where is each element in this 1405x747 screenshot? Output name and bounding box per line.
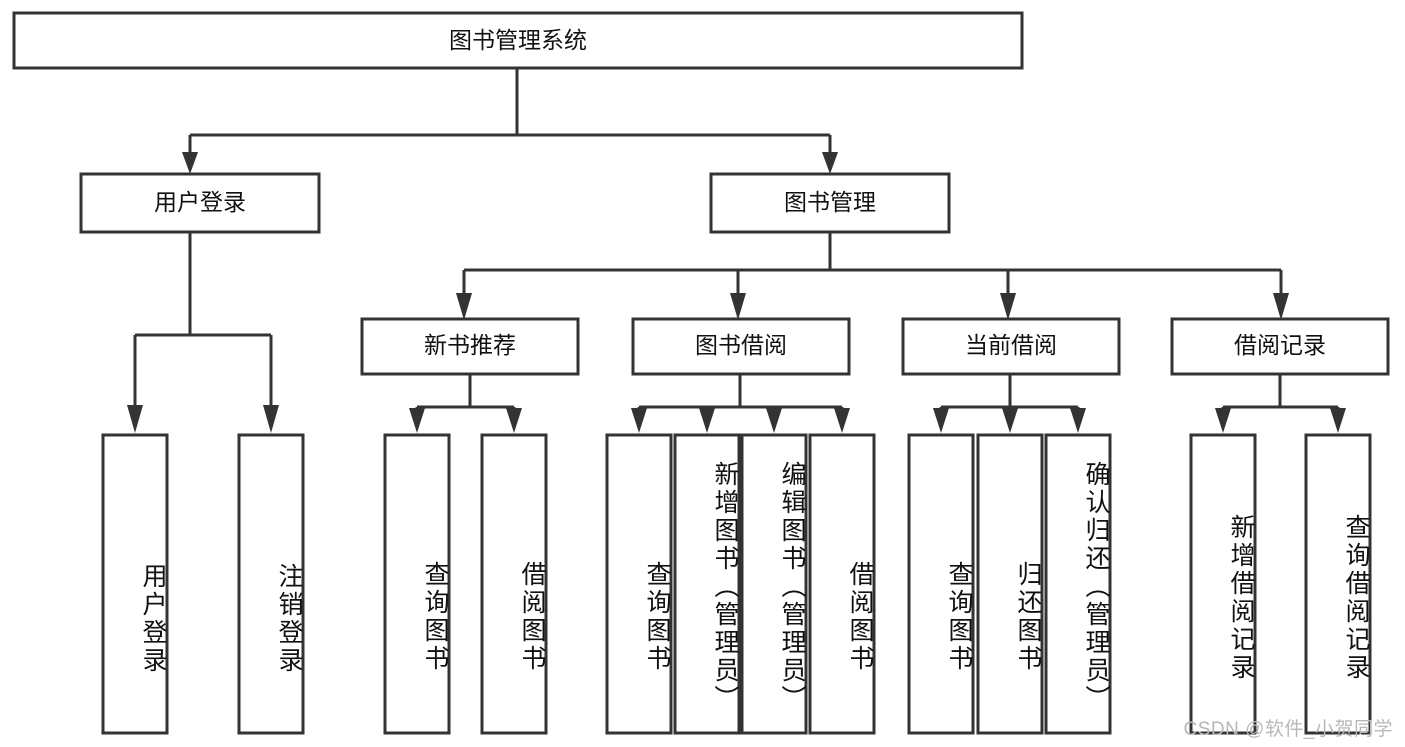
arrowhead-newbook-query bbox=[409, 408, 425, 433]
node-book-borrow-label: 图书借阅 bbox=[695, 332, 787, 358]
connector-group bbox=[127, 68, 1346, 433]
arrowhead-bb-borrow bbox=[834, 408, 850, 433]
node-user-login-box[interactable] bbox=[79, 172, 321, 234]
arrowhead-leaf-user-login bbox=[127, 405, 143, 433]
arrowhead-new-book bbox=[456, 293, 472, 320]
arrowhead-cb-confirm bbox=[1070, 408, 1086, 433]
node-new-book-recommend-box[interactable] bbox=[360, 317, 580, 376]
node-user-login-label: 用户登录 bbox=[154, 189, 246, 215]
node-current-borrow-box[interactable] bbox=[901, 317, 1121, 376]
arrowhead-br-query bbox=[1330, 408, 1346, 433]
node-root-label: 图书管理系统 bbox=[449, 27, 587, 53]
node-user-login[interactable]: 用户登录 bbox=[79, 172, 321, 234]
node-book-management-box[interactable] bbox=[709, 172, 951, 234]
arrowhead-bb-edit bbox=[766, 408, 782, 433]
node-root-box[interactable] bbox=[12, 11, 1024, 70]
arrowhead-leaf-logout bbox=[263, 405, 279, 433]
arrowhead-borrow-record bbox=[1273, 293, 1289, 320]
arrowhead-current-borrow bbox=[1000, 293, 1016, 320]
leaf-box-bb-add-book[interactable] bbox=[673, 433, 741, 735]
arrowhead-bb-query bbox=[631, 408, 647, 433]
node-new-book-recommend-label: 新书推荐 bbox=[424, 332, 516, 358]
leaf-box-bb-edit-book[interactable] bbox=[740, 433, 808, 735]
node-new-book-recommend[interactable]: 新书推荐 bbox=[360, 317, 580, 376]
arrowhead-cb-return bbox=[1002, 408, 1018, 433]
node-root[interactable]: 图书管理系统 bbox=[12, 11, 1024, 70]
leaf-box-bb-borrow-book[interactable] bbox=[808, 433, 876, 735]
leaf-box-user-login[interactable] bbox=[101, 433, 169, 735]
leaf-box-br-add-record[interactable] bbox=[1189, 433, 1257, 735]
node-book-borrow-box[interactable] bbox=[631, 317, 851, 376]
leaf-box-cb-return-book[interactable] bbox=[976, 433, 1044, 735]
arrowhead-user-login bbox=[182, 152, 198, 174]
leaf-box-cb-query-book[interactable] bbox=[907, 433, 975, 735]
node-borrow-record[interactable]: 借阅记录 bbox=[1170, 317, 1390, 376]
leaf-box-logout[interactable] bbox=[237, 433, 305, 735]
arrowhead-book-mgmt bbox=[822, 152, 838, 174]
node-borrow-record-label: 借阅记录 bbox=[1234, 332, 1326, 358]
node-current-borrow[interactable]: 当前借阅 bbox=[901, 317, 1121, 376]
arrowhead-newbook-borrow bbox=[506, 408, 522, 433]
leaf-box-bb-query-book[interactable] bbox=[605, 433, 673, 735]
arrowhead-book-borrow bbox=[730, 293, 746, 320]
leaf-box-nbr-query-book[interactable] bbox=[383, 433, 451, 735]
node-book-management-label: 图书管理 bbox=[784, 189, 876, 215]
node-current-borrow-label: 当前借阅 bbox=[965, 332, 1057, 358]
arrowhead-cb-query bbox=[933, 408, 949, 433]
arrowhead-br-add bbox=[1215, 408, 1231, 433]
node-borrow-record-box[interactable] bbox=[1170, 317, 1390, 376]
arrowhead-bb-add bbox=[699, 408, 715, 433]
node-book-management[interactable]: 图书管理 bbox=[709, 172, 951, 234]
leaf-box-nbr-borrow-book[interactable] bbox=[480, 433, 548, 735]
node-book-borrow[interactable]: 图书借阅 bbox=[631, 317, 851, 376]
leaf-box-br-query-record[interactable] bbox=[1304, 433, 1372, 735]
csdn-watermark: CSDN @软件_小贺同学 bbox=[1183, 719, 1393, 740]
leaf-box-cb-confirm-return[interactable] bbox=[1044, 433, 1112, 735]
